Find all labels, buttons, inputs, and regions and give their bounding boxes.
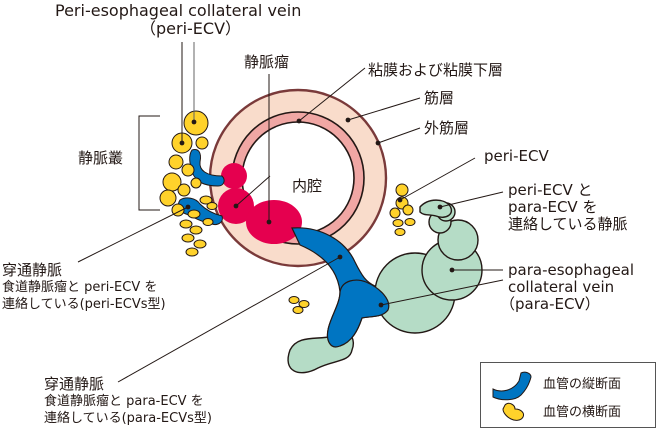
plexus-longitudinal-vessels	[177, 149, 225, 225]
mucosa-label: 粘膜および粘膜下層	[368, 61, 504, 79]
peri-ecv-title-abbr: （peri-ECV）	[140, 19, 242, 38]
perforating-vein-1-desc-1: 食道静脈瘤と peri-ECV を	[2, 280, 158, 295]
lumen-label: 内腔	[292, 177, 323, 195]
varix-1	[221, 163, 247, 189]
legend: 血管の縦断面 血管の横断面	[480, 362, 656, 428]
legend-item-longitudinal: 血管の縦断面	[543, 377, 622, 392]
peri-ecv-label: peri-ECV	[484, 147, 549, 165]
leader-dots	[179, 117, 455, 308]
varix-label: 静脈瘤	[244, 53, 290, 71]
perforating-vein-1-title: 穿通静脈	[2, 261, 63, 279]
leader-lines	[77, 42, 504, 383]
connecting-vein-label-1: peri-ECV と	[508, 181, 593, 199]
perforating-vein-2-desc-1: 食道静脈瘤と para-ECV を	[44, 394, 204, 409]
plexus-label: 静脈叢	[78, 149, 124, 167]
para-ecv-label-3: （para-ECV）	[500, 295, 600, 313]
perforating-vein-1-desc-2: 連絡している(peri-ECVs型)	[2, 297, 166, 312]
peri-ecv-title: Peri-esophageal collateral vein	[55, 1, 302, 20]
varices	[218, 163, 302, 244]
legend-item-cross-section: 血管の横断面	[543, 405, 622, 420]
legend-icons	[492, 371, 532, 421]
para-ecv-label-2: collateral vein	[508, 278, 615, 296]
perforating-vein-2-title: 穿通静脈	[44, 375, 105, 393]
varix-3	[246, 200, 302, 244]
longitudinal-vessel-icon	[492, 371, 532, 401]
perforating-vein-2-desc-2: 連絡している(para-ECVs型)	[44, 411, 212, 426]
perforating-vein-para-top	[326, 279, 390, 348]
outer-muscle-label: 外筋層	[424, 119, 470, 137]
muscle-layer-label: 筋層	[424, 89, 455, 107]
connecting-vein-label-3: 連絡している静脈	[508, 215, 628, 233]
cross-section-vessel-icon	[502, 402, 524, 421]
para-ecv-label-1: para-esophageal	[508, 261, 635, 279]
connecting-vein-label-2: para-ECV を	[508, 198, 598, 216]
plexus-bracket	[138, 115, 160, 211]
